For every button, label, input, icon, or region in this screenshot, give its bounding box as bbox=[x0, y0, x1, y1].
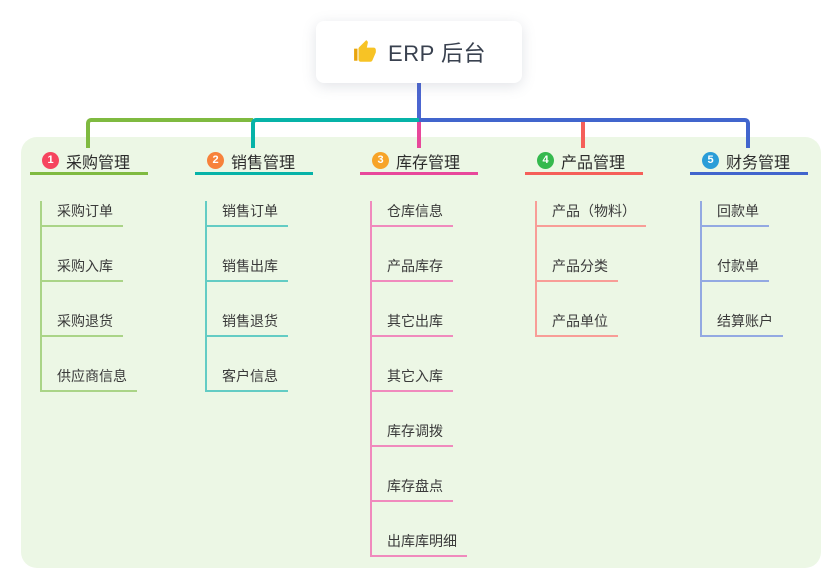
child-node[interactable]: 采购入库 bbox=[42, 256, 123, 282]
thumbs-up-icon bbox=[354, 40, 376, 62]
child-node[interactable]: 结算账户 bbox=[702, 311, 783, 337]
branch-badge: 4 bbox=[537, 152, 554, 169]
branch-node[interactable]: 2 销售管理 bbox=[195, 149, 313, 175]
connector-branch-2 bbox=[251, 118, 419, 148]
root-node[interactable]: ERP 后台 bbox=[316, 21, 522, 83]
branch-inventory: 3 库存管理 仓库信息 产品库存 其它出库 其它入库 库存调拨 库存盘点 出库库… bbox=[360, 149, 520, 557]
child-node[interactable]: 回款单 bbox=[702, 201, 769, 227]
child-node[interactable]: 销售退货 bbox=[207, 311, 288, 337]
branch-node[interactable]: 1 采购管理 bbox=[30, 149, 148, 175]
child-node[interactable]: 产品（物料） bbox=[537, 201, 646, 227]
connector-branch-4 bbox=[581, 122, 585, 148]
branch-children: 仓库信息 产品库存 其它出库 其它入库 库存调拨 库存盘点 出库库明细 bbox=[370, 201, 467, 557]
branch-title-label: 销售管理 bbox=[231, 154, 296, 172]
branch-finance: 5 财务管理 回款单 付款单 结算账户 bbox=[690, 149, 839, 337]
branch-purchase: 1 采购管理 采购订单 采购入库 采购退货 供应商信息 bbox=[30, 149, 190, 392]
branch-sales: 2 销售管理 销售订单 销售出库 销售退货 客户信息 bbox=[195, 149, 355, 392]
child-node[interactable]: 供应商信息 bbox=[42, 366, 137, 392]
branches-background-panel bbox=[21, 137, 821, 568]
branch-badge: 3 bbox=[372, 152, 389, 169]
branch-product: 4 产品管理 产品（物料） 产品分类 产品单位 bbox=[525, 149, 685, 337]
branch-title-label: 库存管理 bbox=[396, 154, 461, 172]
branch-node[interactable]: 4 产品管理 bbox=[525, 149, 643, 175]
child-node[interactable]: 采购订单 bbox=[42, 201, 123, 227]
connector-branch-1 bbox=[86, 118, 253, 148]
branch-badge: 1 bbox=[42, 152, 59, 169]
branch-node[interactable]: 3 库存管理 bbox=[360, 149, 478, 175]
child-node[interactable]: 销售订单 bbox=[207, 201, 288, 227]
branch-children: 采购订单 采购入库 采购退货 供应商信息 bbox=[40, 201, 137, 392]
branch-children: 产品（物料） 产品分类 产品单位 bbox=[535, 201, 646, 337]
child-node[interactable]: 产品单位 bbox=[537, 311, 618, 337]
child-node[interactable]: 产品库存 bbox=[372, 256, 453, 282]
child-node[interactable]: 销售出库 bbox=[207, 256, 288, 282]
child-node[interactable]: 出库库明细 bbox=[372, 531, 467, 557]
branch-children: 销售订单 销售出库 销售退货 客户信息 bbox=[205, 201, 288, 392]
child-node[interactable]: 产品分类 bbox=[537, 256, 618, 282]
child-node[interactable]: 其它出库 bbox=[372, 311, 453, 337]
connector-root-drop bbox=[417, 83, 421, 122]
child-node[interactable]: 仓库信息 bbox=[372, 201, 453, 227]
child-node[interactable]: 采购退货 bbox=[42, 311, 123, 337]
root-node-label: ERP 后台 bbox=[388, 41, 486, 66]
branch-children: 回款单 付款单 结算账户 bbox=[700, 201, 783, 337]
child-node[interactable]: 库存调拨 bbox=[372, 421, 453, 447]
connector-branch-3 bbox=[417, 122, 421, 148]
branch-badge: 5 bbox=[702, 152, 719, 169]
child-node[interactable]: 库存盘点 bbox=[372, 476, 453, 502]
branch-node[interactable]: 5 财务管理 bbox=[690, 149, 808, 175]
child-node[interactable]: 其它入库 bbox=[372, 366, 453, 392]
branch-title-label: 产品管理 bbox=[561, 154, 626, 172]
connector-branch-5 bbox=[419, 118, 750, 148]
branch-title-label: 采购管理 bbox=[66, 154, 131, 172]
child-node[interactable]: 客户信息 bbox=[207, 366, 288, 392]
branch-badge: 2 bbox=[207, 152, 224, 169]
child-node[interactable]: 付款单 bbox=[702, 256, 769, 282]
branch-title-label: 财务管理 bbox=[726, 154, 791, 172]
